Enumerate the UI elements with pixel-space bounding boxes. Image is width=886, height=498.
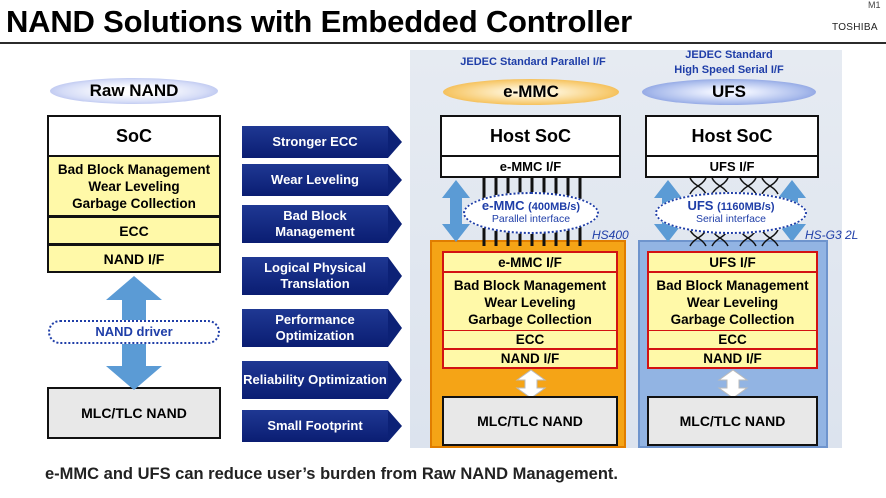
emmc-device-if-box: e-MMC I/F: [442, 251, 618, 273]
emmc-bus-speed: (400MB/s): [528, 201, 581, 213]
ufs-function-wear-leveling: Wear Leveling: [686, 294, 779, 310]
feature-performance-optimization: Performance Optimization: [242, 309, 402, 347]
emmc-header: e-MMC: [443, 79, 619, 105]
ufs-host-soc-box: Host SoC: [645, 115, 819, 157]
emmc-nand-if-box: NAND I/F: [442, 349, 618, 369]
title-rule: [0, 42, 886, 44]
emmc-function-wear-leveling: Wear Leveling: [484, 294, 576, 310]
page-title: NAND Solutions with Embedded Controller: [6, 4, 632, 39]
ufs-bus-speed: (1160MB/s): [717, 201, 775, 213]
ufs-mode-label: HS-G3 2L: [805, 228, 859, 242]
ufs-standard-label: JEDEC Standard High Speed Serial I/F: [642, 48, 816, 78]
ufs-interface-bubble: UFS (1160MB/s) Serial interface: [655, 192, 807, 234]
feature-logical-physical-translation: Logical Physical Translation: [242, 257, 402, 295]
raw-function-wear-leveling: Wear Leveling: [88, 178, 180, 194]
ufs-bus-name: UFS: [687, 198, 714, 213]
emmc-bus-name: e-MMC: [481, 198, 525, 213]
ufs-standard-line1: JEDEC Standard: [685, 49, 773, 61]
emmc-bus-title: e-MMC (400MB/s): [465, 198, 597, 213]
feature-bad-block-management: Bad Block Management: [242, 205, 402, 243]
raw-function-bbm: Bad Block Management: [57, 161, 211, 177]
emmc-host-soc-box: Host SoC: [440, 115, 621, 157]
nand-driver-bubble: NAND driver: [48, 320, 220, 344]
ufs-header: UFS: [642, 79, 816, 105]
raw-nand-if-box: NAND I/F: [47, 245, 221, 273]
nand-driver-label: NAND driver: [95, 324, 173, 339]
feature-small-footprint: Small Footprint: [242, 410, 402, 442]
ufs-ecc-box: ECC: [647, 330, 818, 350]
ufs-internal-arrow: [717, 369, 749, 399]
ufs-standard-line2: High Speed Serial I/F: [674, 64, 784, 76]
corner-text: M1: [868, 0, 881, 10]
emmc-function-garbage-collection: Garbage Collection: [468, 311, 592, 327]
emmc-bus-type: Parallel interface: [491, 213, 571, 225]
emmc-internal-arrow: [515, 369, 547, 399]
ufs-function-garbage-collection: Garbage Collection: [670, 311, 795, 327]
emmc-standard-label: JEDEC Standard Parallel I/F: [460, 56, 606, 68]
raw-function-garbage-collection: Garbage Collection: [72, 195, 196, 211]
emmc-host-if-box: e-MMC I/F: [440, 157, 621, 178]
emmc-interface-bubble: e-MMC (400MB/s) Parallel interface: [463, 192, 599, 234]
emmc-mode-label: HS400: [592, 228, 629, 242]
ufs-bus-type: Serial interface: [695, 213, 767, 225]
footer-caption: e-MMC and UFS can reduce user’s burden f…: [45, 465, 619, 483]
ufs-function-bbm: Bad Block Management: [656, 277, 809, 293]
emmc-interface-arrow: [442, 180, 470, 242]
ufs-bus-title: UFS (1160MB/s): [657, 198, 805, 213]
ufs-functions-box: Bad Block Management Wear Leveling Garba…: [647, 273, 818, 333]
ufs-device-if-box: UFS I/F: [647, 251, 818, 273]
emmc-functions-box: Bad Block Management Wear Leveling Garba…: [442, 273, 618, 333]
raw-soc-box: SoC: [47, 115, 221, 157]
ufs-memory-box: MLC/TLC NAND: [647, 396, 818, 446]
raw-ecc-box: ECC: [47, 217, 221, 245]
feature-stronger-ecc: Stronger ECC: [242, 126, 402, 158]
feature-reliability-optimization: Reliability Optimization: [242, 361, 402, 399]
emmc-function-bbm: Bad Block Management: [453, 277, 607, 293]
raw-nand-header: Raw NAND: [50, 78, 218, 104]
feature-wear-leveling: Wear Leveling: [242, 164, 402, 196]
ufs-nand-if-box: NAND I/F: [647, 349, 818, 369]
emmc-ecc-box: ECC: [442, 330, 618, 350]
ufs-host-if-box: UFS I/F: [645, 157, 819, 178]
brand-logo: TOSHIBA: [832, 22, 878, 33]
raw-functions-box: Bad Block Management Wear Leveling Garba…: [47, 157, 221, 217]
emmc-memory-box: MLC/TLC NAND: [442, 396, 618, 446]
